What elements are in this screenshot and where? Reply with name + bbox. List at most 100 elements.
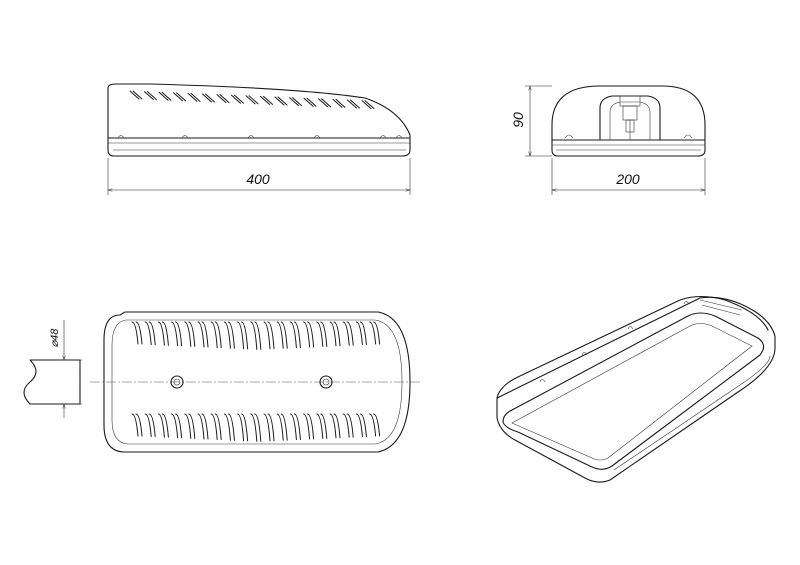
vent-slot: [303, 321, 311, 348]
vent-slot: [263, 321, 271, 350]
vent-slot: [333, 321, 341, 347]
vent-slot: [293, 413, 301, 441]
vent-slot: [171, 413, 179, 439]
top-vent-slots: [131, 321, 381, 442]
vent-slot: [293, 321, 301, 349]
dimension-400-label: 400: [246, 171, 270, 187]
vent-slot: [267, 413, 275, 442]
dimension-height: 90: [510, 85, 552, 157]
vent-slot: [148, 413, 156, 438]
vent-slot: [201, 413, 209, 440]
vent-slot: [214, 321, 222, 349]
vent-slot: [210, 321, 218, 349]
vent-slot: [320, 321, 328, 347]
dimension-diameter-label: ⌀48: [49, 328, 61, 348]
vent-slot: [329, 413, 337, 439]
vent-slot: [135, 321, 143, 345]
vent-slot: [346, 413, 354, 438]
vent-slot: [131, 413, 139, 437]
vent-slot: [254, 413, 262, 442]
vent-slot: [316, 413, 324, 439]
vent-slot: [161, 321, 169, 346]
vent-slot: [216, 94, 230, 104]
vent-slot: [157, 413, 165, 438]
dimension-length: 400: [107, 158, 411, 195]
vent-slot: [188, 413, 196, 439]
vent-slot: [245, 95, 259, 105]
vent-slot: [188, 321, 196, 347]
vent-slot: [241, 321, 249, 350]
vent-slot: [157, 321, 165, 346]
vent-slot: [227, 413, 235, 441]
vent-slot: [318, 98, 331, 108]
vent-slot: [303, 413, 311, 440]
vent-slot: [131, 321, 139, 345]
vent-slot: [342, 413, 350, 438]
vent-slot: [369, 321, 377, 345]
vent-slot: [263, 413, 271, 442]
vent-slot: [260, 95, 273, 105]
vent-slot: [250, 321, 258, 350]
vent-slot: [316, 321, 324, 347]
vent-slot: [135, 413, 143, 437]
side-vent-slots: [129, 90, 375, 110]
vent-slot: [355, 413, 363, 438]
vent-slot: [355, 321, 363, 346]
vent-slot: [347, 99, 360, 109]
vent-slot: [197, 321, 205, 348]
vent-slot: [346, 321, 354, 346]
vent-slot: [210, 413, 218, 441]
mount-pipe-section: [23, 359, 81, 405]
dimension-90-label: 90: [510, 112, 526, 128]
vent-slot: [250, 413, 258, 442]
vent-slot: [280, 413, 288, 441]
vent-slot: [175, 413, 183, 439]
vent-slot: [237, 413, 245, 442]
vent-slot: [307, 413, 315, 440]
vent-slot: [144, 91, 157, 101]
vent-slot: [303, 97, 317, 107]
vent-slot: [187, 92, 201, 102]
vent-slot: [361, 100, 375, 110]
vent-slot: [241, 413, 249, 442]
vent-slot: [173, 92, 186, 102]
vent-slot: [184, 321, 192, 347]
vent-slot: [202, 93, 215, 103]
vent-slot: [280, 321, 288, 349]
vent-slot: [332, 98, 346, 108]
vent-slot: [223, 413, 231, 441]
vent-slot: [276, 321, 284, 349]
vent-slot: [276, 413, 284, 441]
vent-slot: [237, 321, 245, 350]
vent-slot: [307, 321, 315, 348]
vent-slot: [175, 321, 183, 347]
dimension-width: 200: [551, 158, 706, 195]
vent-slot: [254, 321, 262, 350]
vent-slot: [289, 97, 302, 107]
dimension-diameter: ⌀48: [49, 320, 82, 418]
isometric-view: [496, 295, 776, 483]
vent-slot: [148, 321, 156, 346]
vent-slot: [359, 321, 367, 346]
vent-slot: [329, 321, 337, 347]
vent-slot: [197, 413, 205, 440]
side-view: [107, 83, 411, 157]
vent-slot: [231, 94, 244, 104]
dimension-200-label: 200: [615, 171, 640, 187]
vent-slot: [223, 321, 231, 349]
vent-slot: [158, 91, 172, 101]
vent-slot: [373, 413, 381, 437]
vent-slot: [129, 90, 143, 100]
vent-slot: [171, 321, 179, 347]
vent-slot: [214, 413, 222, 441]
vent-slot: [274, 96, 288, 106]
vent-slot: [289, 413, 297, 441]
vent-slot: [333, 413, 341, 439]
vent-slot: [201, 321, 209, 348]
vent-slot: [161, 413, 169, 438]
top-view: [90, 311, 420, 453]
front-view: [551, 85, 706, 157]
vent-slot: [369, 413, 377, 437]
vent-slot: [184, 413, 192, 439]
